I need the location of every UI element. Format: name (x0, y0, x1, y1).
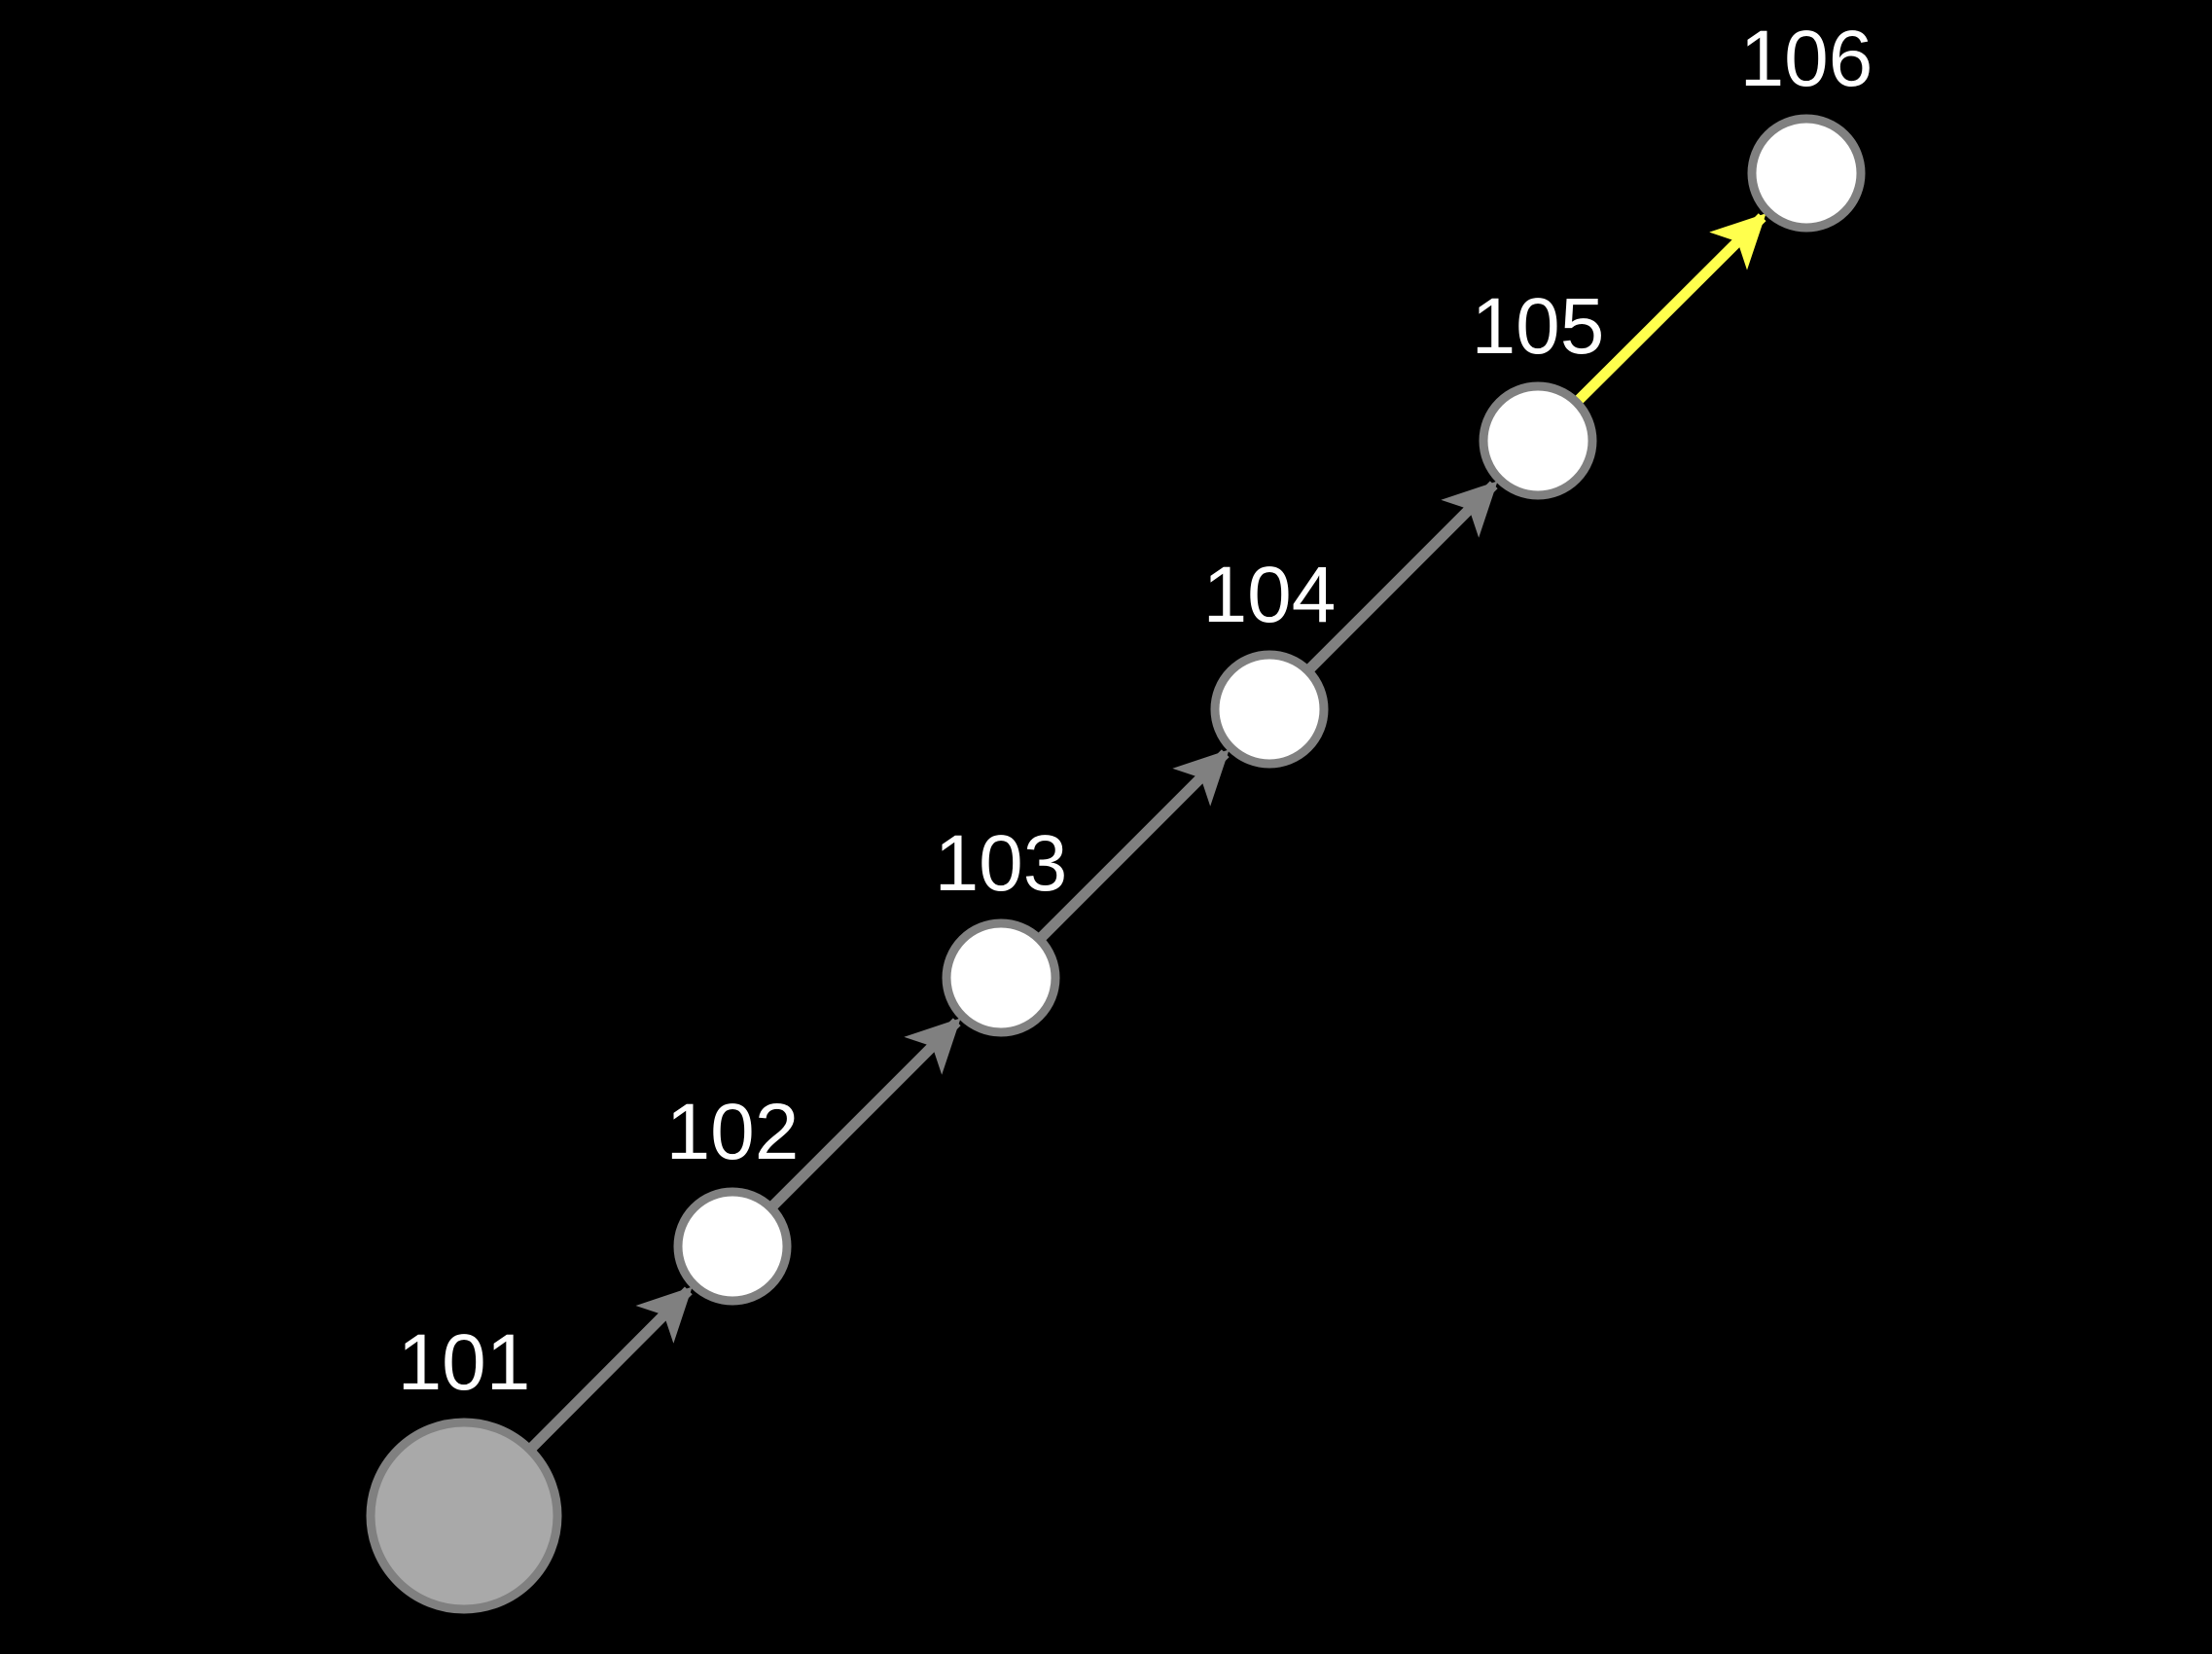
node-label-104: 104 (1203, 551, 1337, 639)
nodes-layer: 101 102 103 104 105 106 (366, 15, 1873, 1614)
edge-103-104 (1038, 749, 1230, 941)
node-106[interactable]: 106 (1740, 15, 1873, 233)
node-circle-106[interactable] (1747, 114, 1866, 233)
node-circle-105[interactable] (1479, 381, 1597, 500)
node-label-102: 102 (666, 1088, 800, 1176)
node-circle-104[interactable] (1210, 650, 1329, 769)
edge-102-103 (769, 1018, 961, 1209)
node-102[interactable]: 102 (666, 1088, 800, 1306)
edges-layer (528, 213, 1766, 1452)
edge-104-105 (1306, 481, 1498, 672)
node-label-103: 103 (935, 819, 1068, 908)
node-circle-102[interactable] (673, 1187, 792, 1306)
node-label-105: 105 (1472, 282, 1605, 371)
node-circle-103[interactable] (942, 918, 1060, 1037)
node-103[interactable]: 103 (935, 819, 1068, 1037)
node-circle-101[interactable] (366, 1418, 562, 1614)
edge-105-106 (1575, 213, 1766, 404)
node-101[interactable]: 101 (366, 1318, 562, 1614)
node-label-101: 101 (398, 1318, 531, 1407)
edge-101-102 (528, 1286, 693, 1452)
node-label-106: 106 (1740, 15, 1873, 103)
node-104[interactable]: 104 (1203, 551, 1337, 769)
node-105[interactable]: 105 (1472, 282, 1605, 500)
